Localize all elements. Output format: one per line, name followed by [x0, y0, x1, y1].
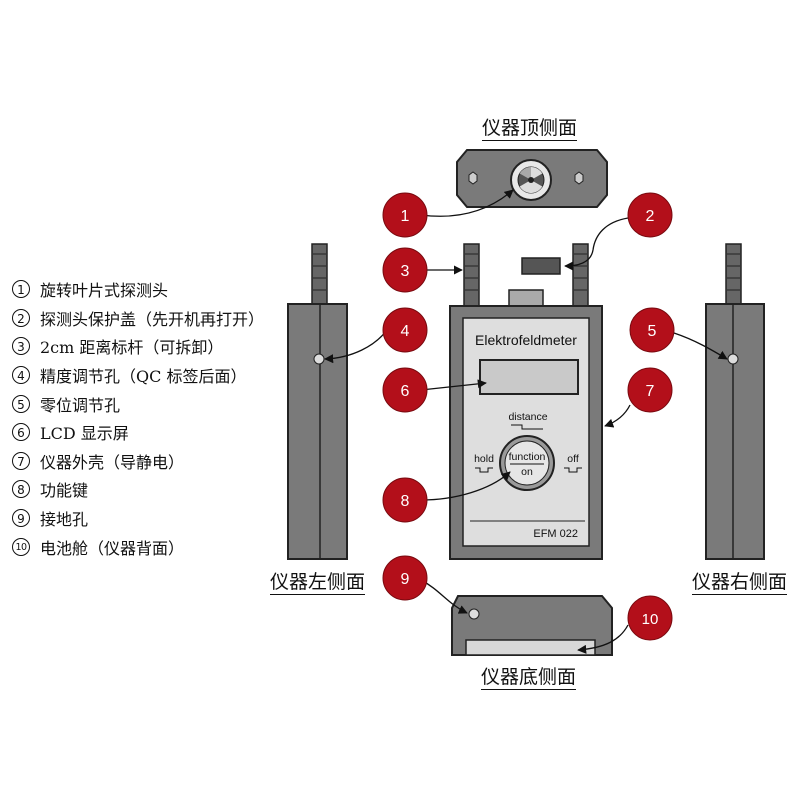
rotating-vane-probe-head	[510, 159, 552, 201]
left-side-view	[287, 243, 348, 560]
leader-lines	[324, 189, 728, 654]
legend-item: 4 精度调节孔（QC 标签后面）	[12, 361, 264, 390]
device-model: EFM 022	[533, 528, 578, 540]
legend-number: 6	[12, 423, 30, 442]
on-label: on	[521, 466, 533, 478]
svg-text:4: 4	[401, 323, 410, 340]
callout-2: 2	[627, 192, 673, 238]
legend-number: 10	[12, 537, 30, 556]
legend-item: 8 功能键	[12, 475, 264, 504]
legend-number: 3	[12, 337, 30, 356]
legend-number: 9	[12, 509, 30, 528]
legend-text: 接地孔	[40, 510, 89, 530]
legend-text: 旋转叶片式探测头	[40, 281, 169, 301]
callout-8: 8	[382, 477, 428, 523]
ground-hole	[468, 608, 480, 620]
legend-number: 4	[12, 366, 30, 385]
front-panel	[462, 317, 590, 547]
left-view-title: 仪器左侧面	[270, 571, 366, 595]
legend-number: 8	[12, 480, 30, 499]
callout-10: 10	[627, 595, 673, 641]
legend-item: 5 零位调节孔	[12, 389, 264, 418]
legend-text: 功能键	[40, 481, 89, 501]
legend-text: 仪器外壳（导静电）	[40, 452, 185, 472]
callout-1: 1	[382, 192, 428, 238]
zero-adjust-hole	[727, 353, 739, 365]
hex-screw-icon	[574, 171, 584, 185]
svg-text:2: 2	[646, 208, 655, 225]
legend-number: 5	[12, 394, 30, 413]
hex-screw-icon	[468, 171, 478, 185]
bottom-side-view	[451, 595, 613, 656]
device-brand: Elektrofeldmeter	[475, 332, 577, 348]
legend-text: 零位调节孔	[40, 395, 121, 415]
svg-text:5: 5	[648, 323, 657, 340]
legend-item: 9 接地孔	[12, 504, 264, 533]
svg-text:1: 1	[401, 208, 410, 225]
lcd-display	[479, 359, 579, 395]
svg-text:10: 10	[642, 611, 659, 628]
legend-text: 探测头保护盖（先开机再打开）	[40, 309, 265, 329]
top-view-title: 仪器顶侧面	[482, 117, 578, 141]
legend-item: 6 LCD 显示屏	[12, 418, 264, 447]
probe-cover	[521, 257, 561, 275]
svg-text:3: 3	[401, 263, 410, 280]
legend-number: 7	[12, 451, 30, 470]
svg-text:6: 6	[401, 383, 410, 400]
parts-legend: 1 旋转叶片式探测头 2 探测头保护盖（先开机再打开） 3 2cm 距离标杆（可拆卸）…	[12, 275, 264, 561]
svg-text:9: 9	[401, 571, 410, 588]
precision-adjust-hole	[313, 353, 325, 365]
function-label: function	[509, 451, 546, 463]
front-view: Elektrofeldmeter distance hold off funct…	[449, 243, 603, 560]
legend-text: LCD 显示屏	[40, 424, 129, 444]
callout-3: 3	[382, 247, 428, 293]
svg-text:7: 7	[646, 383, 655, 400]
legend-text: 精度调节孔（QC 标签后面）	[40, 367, 247, 387]
hold-label: hold	[474, 453, 494, 465]
svg-text:8: 8	[401, 493, 410, 510]
top-side-view	[456, 149, 608, 208]
callout-7: 7	[627, 367, 673, 413]
legend-item: 1 旋转叶片式探测头	[12, 275, 264, 304]
legend-number: 2	[12, 308, 30, 327]
callout-4: 4	[382, 307, 428, 353]
callout-6: 6	[382, 367, 428, 413]
off-label: off	[567, 453, 579, 465]
right-side-view	[705, 243, 765, 560]
legend-text: 电池舱（仪器背面）	[40, 538, 185, 558]
right-view-title: 仪器右侧面	[692, 571, 788, 595]
legend-text: 2cm 距离标杆（可拆卸）	[40, 338, 224, 358]
callout-5: 5	[629, 307, 675, 353]
bottom-view-title: 仪器底侧面	[481, 666, 577, 690]
function-key: function on	[499, 435, 555, 491]
callout-9: 9	[382, 555, 428, 601]
legend-item: 2 探测头保护盖（先开机再打开）	[12, 304, 264, 333]
legend-item: 10 电池舱（仪器背面）	[12, 532, 264, 561]
distance-label: distance	[508, 411, 547, 423]
legend-number: 1	[12, 280, 30, 299]
battery-compartment	[465, 639, 596, 656]
legend-item: 7 仪器外壳（导静电）	[12, 447, 264, 476]
legend-item: 3 2cm 距离标杆（可拆卸）	[12, 332, 264, 361]
